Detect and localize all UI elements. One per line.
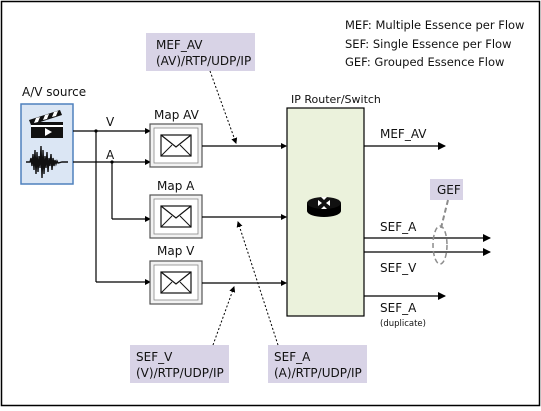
router-icon: [307, 197, 341, 217]
mef-av-callout-line2: (AV)/RTP/UDP/IP: [156, 54, 251, 68]
legend-sef: SEF: Single Essence per Flow: [345, 37, 512, 51]
output-sef-a-label: SEF_A: [380, 220, 417, 234]
mef-av-callout-line1: MEF_AV: [156, 38, 203, 52]
av-source-box: [20, 103, 74, 185]
sef-a-callout-line2: (A)/RTP/UDP/IP: [274, 366, 362, 380]
sef-v-callout-line1: SEF_V: [136, 350, 173, 364]
router-output-lines: [364, 142, 491, 300]
router-title: IP Router/Switch: [291, 93, 381, 106]
map-av-label: Map AV: [154, 108, 200, 122]
duplicate-note: (duplicate): [380, 319, 426, 329]
gef-callout-text: GEF: [437, 183, 461, 197]
envelope-icon: [160, 134, 192, 157]
legend: MEF: Multiple Essence per Flow SEF: Sing…: [345, 18, 524, 69]
gef-callout: GEF: [430, 179, 463, 265]
envelope-icon: [160, 271, 192, 294]
envelope-icon: [160, 205, 192, 228]
sef-v-callout-line2: (V)/RTP/UDP/IP: [136, 366, 224, 380]
signal-a-label: A: [106, 148, 115, 162]
mef-av-callout: MEF_AV (AV)/RTP/UDP/IP: [146, 33, 255, 144]
map-to-router-lines: [202, 143, 287, 286]
sef-a-callout: SEF_A (A)/RTP/UDP/IP: [236, 221, 367, 383]
legend-mef: MEF: Multiple Essence per Flow: [345, 18, 524, 32]
map-av-box: [149, 123, 203, 168]
sef-v-callout: SEF_V (V)/RTP/UDP/IP: [130, 286, 236, 383]
map-a-box: [149, 194, 203, 239]
router-box: [286, 107, 365, 317]
signal-v-label: V: [106, 115, 115, 129]
output-sef-a-dup-label: SEF_A: [380, 301, 417, 315]
source-title: A/V source: [22, 85, 86, 99]
legend-gef: GEF: Grouped Essence Flow: [345, 55, 504, 69]
sef-a-callout-line1: SEF_A: [274, 350, 311, 364]
map-a-label: Map A: [157, 179, 195, 193]
source-lines: [73, 128, 151, 285]
output-sef-v-label: SEF_V: [380, 261, 417, 275]
clapperboard-icon: [29, 110, 63, 138]
map-v-label: Map V: [157, 244, 195, 258]
audio-waveform-icon: [26, 145, 68, 179]
map-v-box: [149, 260, 203, 305]
output-mef-av-label: MEF_AV: [380, 127, 427, 141]
